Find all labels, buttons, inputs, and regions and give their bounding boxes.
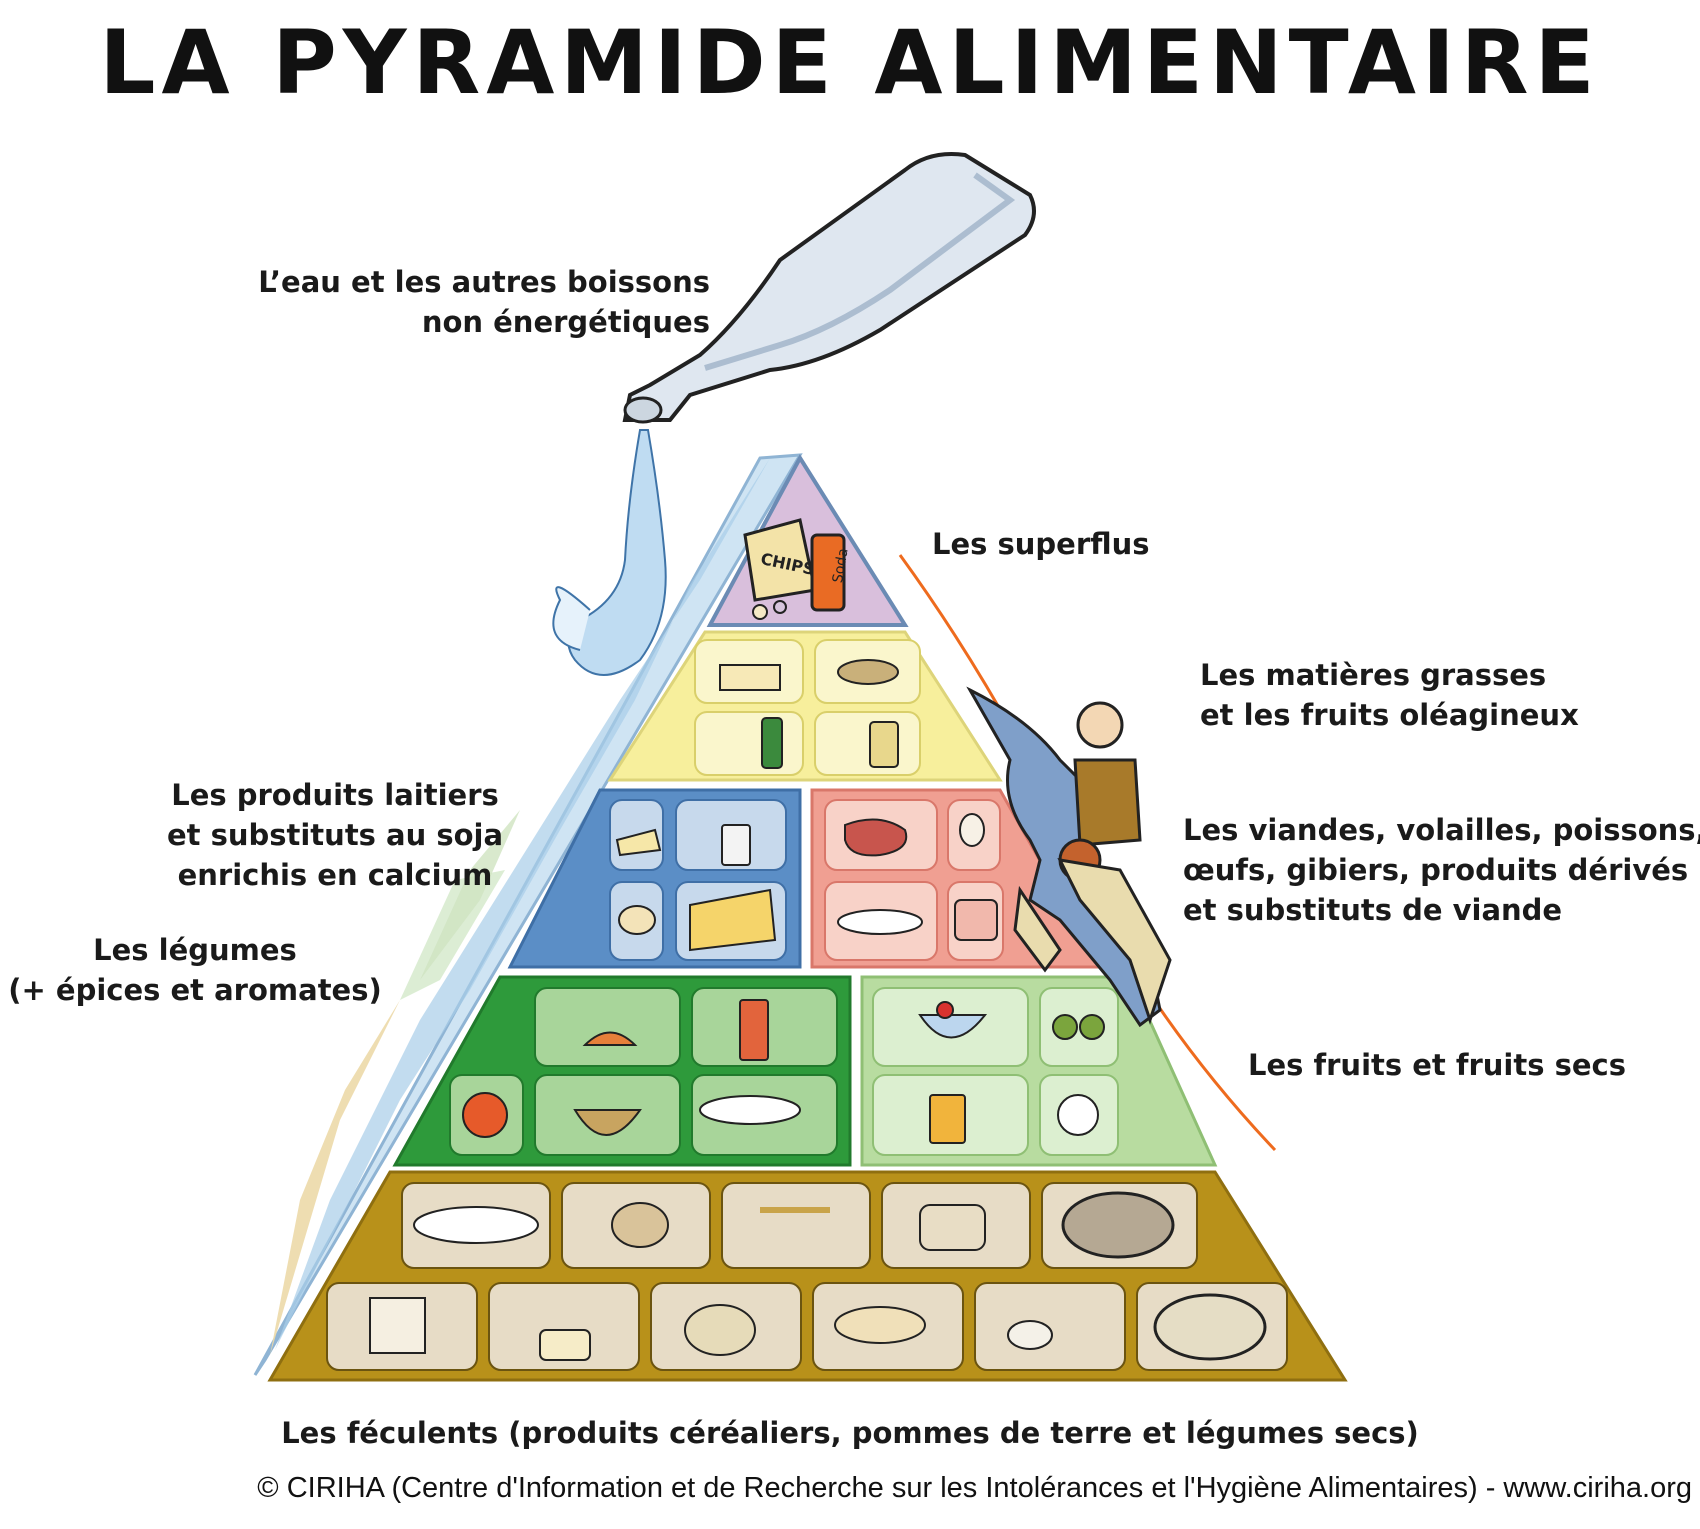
margarine-cell: [814, 711, 921, 776]
starch-row-2: [326, 1282, 1288, 1371]
label-dairy: Les produits laitiers et substituts au s…: [120, 775, 550, 895]
label-meat-line-1: Les viandes, volailles, poissons,: [1183, 813, 1700, 847]
label-water-line-1: L’eau et les autres boissons: [258, 265, 710, 299]
page-title: LA PYRAMIDE ALIMENTAIRE: [99, 11, 1601, 114]
label-dairy-line-2: et substituts au soja: [166, 818, 504, 852]
label-water: L’eau et les autres boissons non énergét…: [240, 262, 710, 342]
water-side-face: [253, 453, 803, 1376]
soda-can-icon: Soda: [810, 533, 852, 612]
label-vegetables: Les légumes (+ épices et aromates): [0, 930, 390, 1010]
label-vegetables-line-1: Les légumes: [93, 933, 297, 967]
label-fruits: Les fruits et fruits secs: [1248, 1048, 1626, 1082]
copyright-credit: © CIRIHA (Centre d'Information et de Rec…: [257, 1472, 1692, 1504]
tier-fats: [607, 630, 1003, 782]
tier-vegetables: [392, 975, 852, 1167]
soda-label: Soda: [830, 547, 852, 584]
label-dairy-line-3: enrichis en calcium: [177, 858, 493, 892]
label-meat-line-3: et substituts de viande: [1183, 893, 1563, 927]
tier-meat: [810, 788, 1103, 969]
label-meat: Les viandes, volailles, poissons, œufs, …: [1183, 810, 1700, 930]
label-dairy-line-1: Les produits laitiers: [171, 778, 499, 812]
water-bottle-illustration: [552, 152, 1036, 676]
label-fats-line-2: et les fruits oléagineux: [1200, 698, 1579, 732]
tier-dairy: [507, 788, 802, 969]
label-fats: Les matières grasses et les fruits oléag…: [1200, 655, 1579, 735]
label-vegetables-line-2: (+ épices et aromates): [8, 973, 382, 1007]
label-starches: Les féculents (produits céréaliers, pomm…: [281, 1416, 1419, 1450]
climber-illustration: [898, 554, 1277, 1152]
chips-bag-icon: CHIPS: [743, 518, 817, 602]
label-superflus: Les superflus: [932, 527, 1150, 561]
label-fats-line-1: Les matières grasses: [1200, 658, 1547, 692]
tier-fruits: [860, 975, 1218, 1167]
soup-cell: [534, 987, 681, 1067]
tier-starches: [267, 1170, 1348, 1382]
label-meat-line-2: œufs, gibiers, produits dérivés: [1183, 853, 1689, 887]
starch-row-1: [401, 1182, 1198, 1269]
tier-superflus: CHIPS Soda: [706, 454, 909, 627]
oil-cell: [694, 711, 804, 776]
label-water-line-2: non énergétiques: [421, 305, 710, 339]
